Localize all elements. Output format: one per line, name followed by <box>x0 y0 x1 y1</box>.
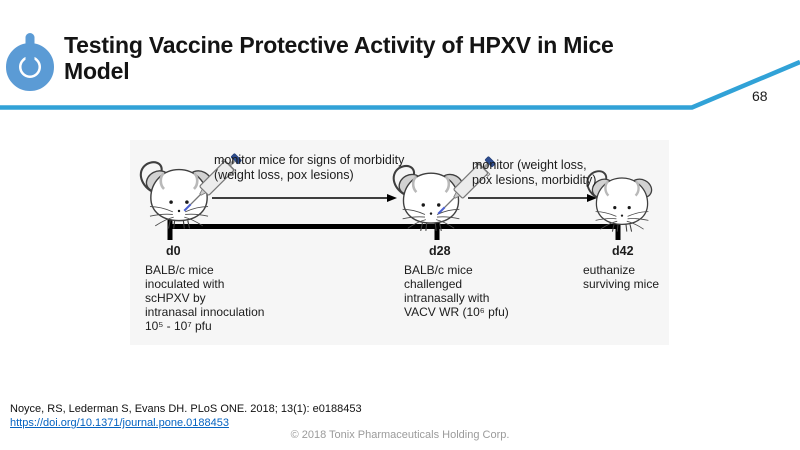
citation-block: Noyce, RS, Lederman S, Evans DH. PLoS ON… <box>10 402 362 430</box>
timepoint-line: BALB/c mice <box>145 263 214 277</box>
timepoint-line: VACV WR (10⁶ pfu) <box>404 305 509 319</box>
power-icon <box>6 33 54 91</box>
timepoint-line: surviving mice <box>583 277 660 291</box>
timepoint-d0: d0 BALB/c mice inoculated with scHPXV by… <box>145 244 264 333</box>
monitor-note-1: monitor mice for signs of morbidity (wei… <box>214 153 404 182</box>
arrow-right-icon <box>212 194 397 202</box>
page-title-line1: Testing Vaccine Protective Activity of H… <box>64 32 614 58</box>
timepoint-line: inoculated with <box>145 277 225 291</box>
timepoint-day: d28 <box>429 244 451 258</box>
study-timeline-diagram: monitor mice for signs of morbidity (wei… <box>130 140 669 345</box>
mouse-icon <box>139 160 217 230</box>
mouse-icon <box>586 170 657 233</box>
arrow-right-icon <box>468 194 597 202</box>
timepoint-line: scHPXV by <box>145 291 206 305</box>
timepoint-day: d42 <box>612 244 634 258</box>
timeline-tick-d28 <box>434 213 440 240</box>
timepoint-line: euthanize <box>583 263 636 277</box>
monitor-note-2-line2: pox lesions, morbidity) <box>472 172 597 187</box>
timepoint-line: 10⁵ - 10⁷ pfu <box>145 319 212 333</box>
copyright-text: © 2018 Tonix Pharmaceuticals Holding Cor… <box>290 429 510 441</box>
page-title: Testing Vaccine Protective Activity of H… <box>64 32 614 84</box>
monitor-note-1-line1: monitor mice for signs of morbidity <box>214 153 405 167</box>
monitor-note-2-line1: monitor (weight loss, <box>472 158 587 172</box>
timepoint-line: intranasal innoculation <box>145 305 265 319</box>
timepoint-day: d0 <box>166 244 181 258</box>
timeline-axis <box>168 224 620 229</box>
citation-text: Noyce, RS, Lederman S, Evans DH. PLoS ON… <box>10 403 362 415</box>
monitor-note-1-line2: (weight loss, pox lesions) <box>214 167 354 182</box>
page-number: 68 <box>752 88 768 104</box>
timeline-tick-d0 <box>167 213 173 240</box>
timepoint-line: challenged <box>404 277 463 291</box>
page-title-line2: Model <box>64 58 130 84</box>
timepoint-d42: d42 euthanize surviving mice <box>583 244 659 291</box>
monitor-note-2: monitor (weight loss, pox lesions, morbi… <box>472 158 596 187</box>
timepoint-line: intranasally with <box>404 291 490 305</box>
timepoint-d28: d28 BALB/c mice challenged intranasally … <box>404 244 509 319</box>
timepoint-line: BALB/c mice <box>404 263 473 277</box>
doi-link[interactable]: https://doi.org/10.1371/journal.pone.018… <box>10 417 229 429</box>
timeline-graphic <box>139 149 657 240</box>
